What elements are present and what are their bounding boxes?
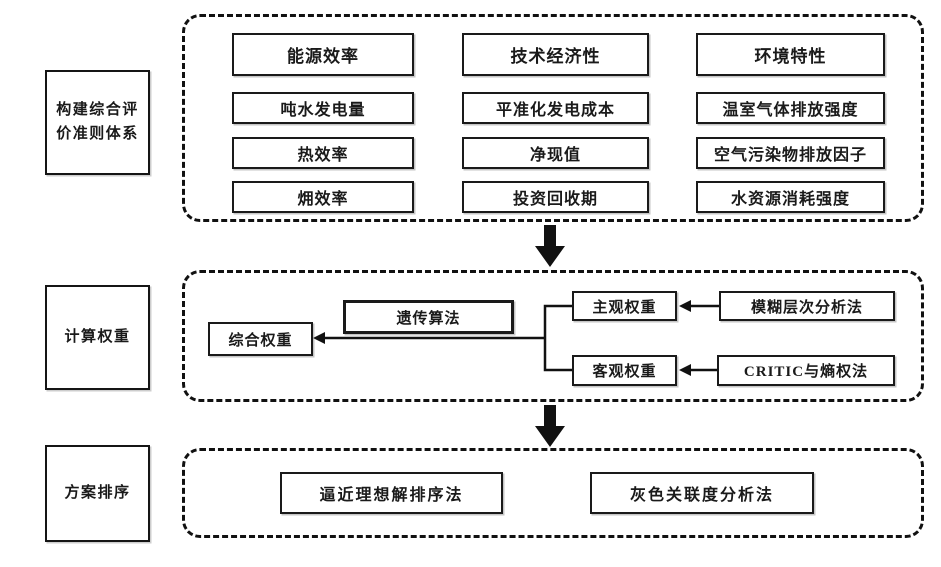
criteria-panel	[182, 14, 924, 222]
stage-box-weights: 计算权重	[45, 285, 150, 390]
critic-entropy-box: CRITIC与熵权法	[717, 355, 895, 386]
criterion-header-economy: 技术经济性	[462, 33, 649, 76]
criterion-item: 㶲效率	[232, 181, 414, 213]
criterion-item: 水资源消耗强度	[696, 181, 885, 213]
stage-box-criteria: 构建综合评 价准则体系	[45, 70, 150, 175]
combined-weight-box: 综合权重	[208, 322, 313, 356]
down-arrow-icon	[535, 225, 565, 267]
objective-weight-box: 客观权重	[572, 355, 677, 386]
topsis-box: 逼近理想解排序法	[280, 472, 503, 514]
criterion-item: 吨水发电量	[232, 92, 414, 124]
down-arrow-icon	[535, 405, 565, 447]
subjective-weight-box: 主观权重	[572, 291, 677, 321]
grey-relational-box: 灰色关联度分析法	[590, 472, 814, 514]
criterion-item: 热效率	[232, 137, 414, 169]
criterion-item: 温室气体排放强度	[696, 92, 885, 124]
criterion-item: 投资回收期	[462, 181, 649, 213]
genetic-algorithm-box: 遗传算法	[343, 300, 514, 334]
criterion-item: 净现值	[462, 137, 649, 169]
criterion-header-energy: 能源效率	[232, 33, 414, 76]
criterion-header-environment: 环境特性	[696, 33, 885, 76]
stage-box-ranking: 方案排序	[45, 445, 150, 542]
fuzzy-ahp-box: 模糊层次分析法	[719, 291, 895, 321]
criterion-item: 空气污染物排放因子	[696, 137, 885, 169]
criterion-item: 平准化发电成本	[462, 92, 649, 124]
ranking-panel	[182, 448, 924, 538]
weights-panel	[182, 270, 924, 402]
